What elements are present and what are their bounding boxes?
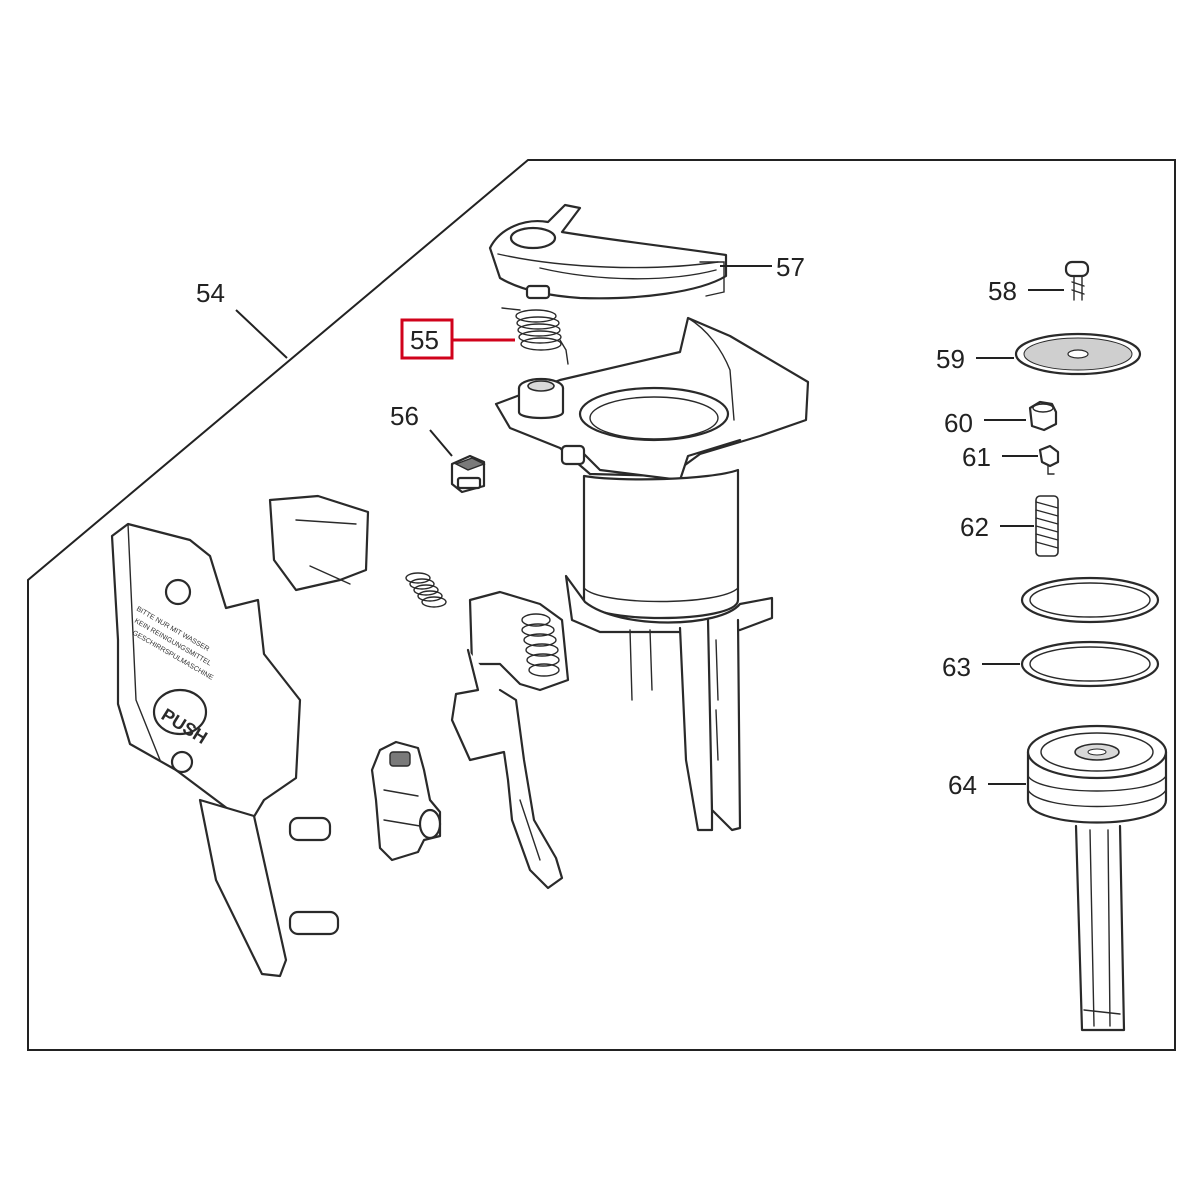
brew-unit-body [494,316,810,832]
callout-58-number: 58 [988,276,1017,306]
callout-56-number: 56 [390,401,419,431]
leader-56 [429,429,453,457]
callout-61: 61 [962,442,1038,472]
part-61-pin [1038,444,1060,475]
callout-64-number: 64 [948,770,977,800]
callout-62: 62 [960,512,1034,542]
leader-54 [235,309,288,359]
callout-59: 59 [936,344,1014,374]
callout-59-number: 59 [936,344,965,374]
callout-61-number: 61 [962,442,991,472]
part-59-sieve [1014,332,1142,376]
lever-mechanism [450,590,570,890]
callout-63: 63 [942,652,1020,682]
part-57-cover [488,203,728,300]
callout-54: 54 [196,278,288,359]
part-64-piston [1026,724,1168,1032]
callout-63-number: 63 [942,652,971,682]
part-55-spring [501,307,569,365]
callout-62-number: 62 [960,512,989,542]
callout-56: 56 [390,401,453,457]
front-panel: BITTE NUR MIT WASSER KEIN REINIGUNGSMITT… [110,494,370,978]
part-63-o-rings [1020,576,1160,688]
callout-55-number: 55 [410,325,439,355]
part-58-screw [1064,260,1090,301]
side-lever-part [370,740,442,862]
callout-57-number: 57 [776,252,805,282]
callout-58: 58 [988,276,1064,306]
part-60-nut [1028,400,1058,432]
callout-57: 57 [720,252,805,282]
callout-60-number: 60 [944,408,973,438]
small-spring [405,572,447,608]
assembly-outline [27,159,1176,1051]
callout-64: 64 [948,770,1026,800]
callout-54-number: 54 [196,278,225,308]
part-56-clip [450,454,486,494]
callout-60: 60 [944,408,1026,438]
part-62-spring [1035,495,1059,557]
callout-55: 55 [400,318,515,360]
